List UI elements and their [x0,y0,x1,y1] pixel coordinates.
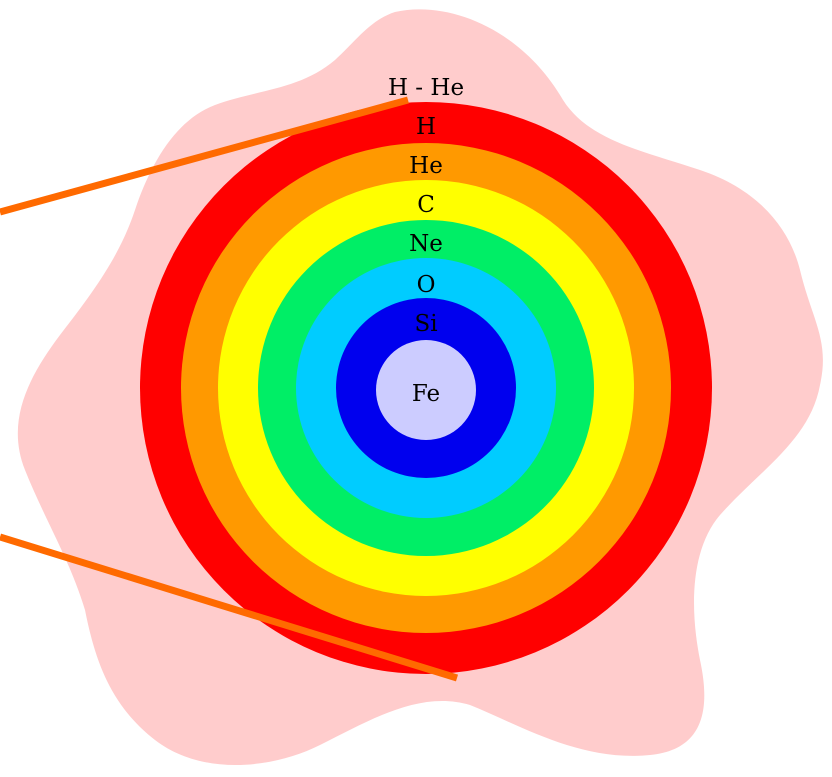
label-fe: Fe [412,381,440,407]
label-si: Si [414,311,437,337]
label-h-he: H - He [388,75,464,101]
label-o: O [417,272,436,298]
zoom-wedge-lines [0,96,459,682]
shell-layers [140,102,712,674]
upper-pointer-line [0,96,409,216]
core-fe [376,340,476,440]
label-he: He [409,153,443,179]
label-ne: Ne [409,231,443,257]
label-c: C [417,192,435,218]
label-h: H [416,114,436,140]
lower-pointer-line [0,533,459,682]
shell-labels: H - He H He C Ne O Si Fe [388,75,464,407]
